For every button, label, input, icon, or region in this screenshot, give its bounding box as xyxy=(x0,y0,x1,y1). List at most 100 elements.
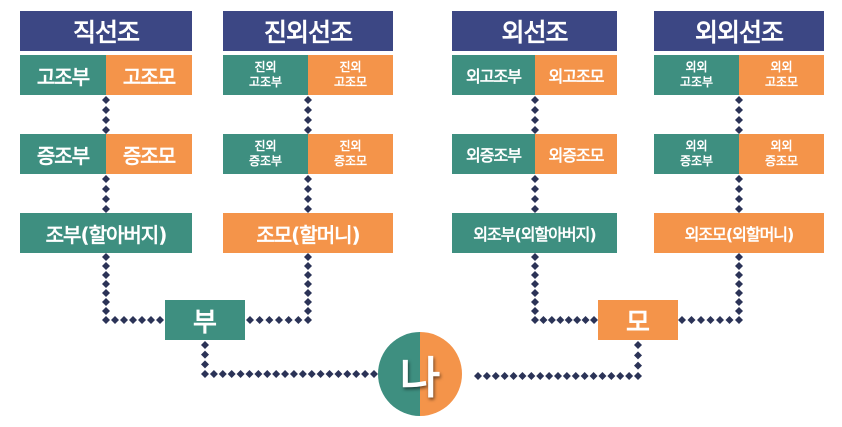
self-label: 나 xyxy=(399,353,441,404)
grandfather: 조부(할아버지) xyxy=(20,213,192,253)
connector-dot xyxy=(218,370,227,378)
connector-dot xyxy=(307,370,316,378)
connector-dot xyxy=(531,126,539,134)
connector-dot xyxy=(531,106,539,114)
connector-dot xyxy=(531,253,539,261)
connector-dot xyxy=(265,316,274,324)
connector-dot xyxy=(634,351,642,360)
connector-dot xyxy=(325,370,334,378)
connector-dot xyxy=(589,372,598,380)
link-mgf-to-mother xyxy=(531,253,598,324)
connector-dot xyxy=(482,372,491,380)
connector-dot xyxy=(304,195,312,203)
connector-dot xyxy=(370,370,378,378)
connector-dot xyxy=(102,116,110,124)
connector-dot xyxy=(687,316,696,324)
connector-dot xyxy=(102,195,110,203)
connector-dot xyxy=(735,280,743,288)
father-box: 부 xyxy=(165,300,245,340)
maternal-great-great-grandfather: 외고조부 xyxy=(452,55,535,95)
connector-dot xyxy=(102,96,110,104)
connector-dot xyxy=(509,372,518,380)
connector-dot xyxy=(281,370,290,378)
connector-dot xyxy=(361,370,370,378)
connector-dot xyxy=(581,316,590,324)
connector-dot xyxy=(735,289,743,297)
connector-dot xyxy=(102,126,110,134)
self-circle-left-half xyxy=(378,332,420,416)
connector-dot xyxy=(531,316,539,324)
connector-dot xyxy=(102,205,110,213)
connector-dot xyxy=(735,126,743,134)
connector-dot xyxy=(735,253,743,261)
connector-dot xyxy=(735,262,743,270)
connector-dot xyxy=(294,316,303,324)
connector-dot xyxy=(304,96,312,104)
link-mgm-to-mother xyxy=(678,253,743,324)
link-pgm-vertical-2 xyxy=(304,175,312,213)
self-circle-right-half xyxy=(420,332,462,416)
connector-dot xyxy=(245,370,254,378)
connector-dot xyxy=(227,370,236,378)
connector-dot xyxy=(735,195,743,203)
connector-dot xyxy=(625,372,634,380)
connector-dot xyxy=(616,372,625,380)
self-circle: 나 xyxy=(378,332,462,416)
connector-dot xyxy=(304,271,312,279)
connector-dot xyxy=(304,175,312,183)
connector-dot xyxy=(634,341,642,349)
connector-dot xyxy=(735,316,743,324)
connector-dot xyxy=(500,372,509,380)
maternal-great-grandfather: 외증조부 xyxy=(452,134,535,174)
connector-dot xyxy=(735,271,743,279)
connector-dot xyxy=(571,372,580,380)
connector-dot xyxy=(298,370,307,378)
connector-dot xyxy=(304,116,312,124)
connector-dot xyxy=(316,370,325,378)
maternal-great-great-grandmother: 외고조모 xyxy=(535,55,617,95)
maternal-grandmother-great-great-grandmother: 외외 고조모 xyxy=(739,55,824,95)
connector-dot xyxy=(735,298,743,306)
paternal-grandmother-great-grandfather: 진외 증조부 xyxy=(223,134,308,174)
connector-dot xyxy=(304,307,312,315)
connector-dot xyxy=(474,372,482,380)
connector-dot xyxy=(531,289,539,297)
connector-dot xyxy=(304,106,312,114)
connector-dot xyxy=(334,370,343,378)
connector-dot xyxy=(735,307,743,315)
great-grandmother: 증조모 xyxy=(106,134,192,174)
grandmother: 조모(할머니) xyxy=(223,213,393,253)
link-self-to-mother xyxy=(474,341,642,380)
great-great-grandfather: 고조부 xyxy=(20,55,106,95)
connector-dot xyxy=(304,205,312,213)
paternal-grandmother-great-great-grandmother: 진외 고조모 xyxy=(308,55,393,95)
connector-dot xyxy=(147,316,155,324)
maternal-grandmother: 외조모(외할머니) xyxy=(654,213,824,253)
maternal-grandmother-great-grandfather: 외외 증조부 xyxy=(654,134,739,174)
connector-dot xyxy=(634,372,642,380)
connector-dot xyxy=(263,370,272,378)
connector-dot xyxy=(120,316,128,324)
connector-dot xyxy=(598,372,607,380)
connector-dot xyxy=(102,280,110,288)
connector-dot xyxy=(102,316,110,324)
connector-dot xyxy=(564,316,573,324)
connector-dot xyxy=(129,316,137,324)
connector-dot xyxy=(554,372,562,380)
connector-dot xyxy=(531,298,539,306)
connector-dot xyxy=(246,316,254,324)
connector-dot xyxy=(102,175,110,183)
maternal-grandmother-great-grandmother: 외외 증조모 xyxy=(739,134,824,174)
mother-box: 모 xyxy=(598,300,678,340)
paternal-grandmother-great-great-grandfather: 진외 고조부 xyxy=(223,55,308,95)
connector-dot xyxy=(562,372,571,380)
connector-dot xyxy=(531,271,539,279)
connector-dot xyxy=(138,316,146,324)
connector-dot xyxy=(102,106,110,114)
link-mgm-vertical xyxy=(735,96,743,134)
link-father-to-self xyxy=(201,341,378,378)
connector-dot xyxy=(531,205,539,213)
connector-dot xyxy=(304,298,312,306)
connector-dot xyxy=(634,361,642,370)
